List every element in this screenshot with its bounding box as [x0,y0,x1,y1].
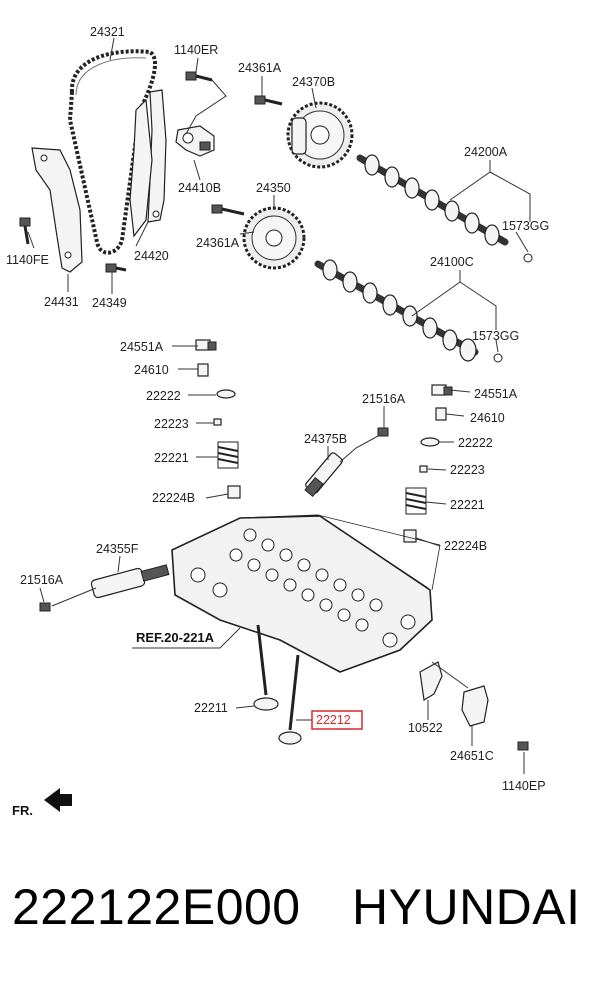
highlight-box [311,710,363,730]
exhaust-valve-22212 [278,654,302,745]
label-22224b-right: 22224B [444,539,487,553]
label-24420: 24420 [134,249,169,263]
label-1573gg-top: 1573GG [502,219,549,233]
bolt-1140fe [19,217,31,245]
label-24370b: 24370B [292,75,335,89]
bolt-24349 [105,263,127,273]
label-22212: 22212 [316,713,351,727]
label-22223-right: 22223 [450,463,485,477]
label-22222-left: 22222 [146,389,181,403]
front-arrow-icon [44,788,72,812]
label-22223-left: 22223 [154,417,189,431]
brand-name: HYUNDAI [352,879,581,935]
leader-lines [27,37,531,774]
valve-spring-left [217,441,239,469]
callout-labels: 24321 1140ER 24361A 24370B 24410B 24350 … [6,25,549,818]
label-front: FR. [12,803,33,818]
label-22224b-left: 22224B [152,491,195,505]
lash-adjuster-left [197,363,209,377]
label-24610-right: 24610 [470,411,505,425]
timing-chain [67,49,157,255]
label-1573gg-mid: 1573GG [472,329,519,343]
intake-valve-22211 [253,624,279,711]
parts-diagram: 24321 1140ER 24361A 24370B 24410B 24350 … [6,25,549,818]
label-24551a-right: 24551A [474,387,518,401]
label-24551a-left: 24551A [120,340,164,354]
label-24361a-mid: 24361A [196,236,240,250]
spring-seat-right [420,437,440,447]
label-ref: REF.20-221A [136,630,215,645]
exhaust-cam-sprocket [286,101,354,169]
valve-stem-seal-left [227,485,241,499]
bolt-1140ep [517,741,529,751]
retainer-right [419,465,428,473]
label-24375b: 24375B [304,432,347,446]
chain-tensioner [175,125,215,157]
intake-cam-plug [493,353,503,363]
bolt-24361a-mid [211,204,245,216]
label-21516a-left: 21516A [20,573,64,587]
label-1140er: 1140ER [174,43,218,57]
bracket-10522 [419,661,443,701]
label-22211: 22211 [194,701,228,715]
retainer-left [213,418,222,426]
exhaust-cam-plug [523,253,533,263]
bolt-1140er [185,71,213,82]
label-24355f: 24355F [96,542,139,556]
part-number: 222122E000 [12,879,301,935]
label-21516a-top: 21516A [362,392,406,406]
label-24610-left: 24610 [134,363,169,377]
bolt-24361a-top [254,95,283,106]
hla-left [195,339,217,351]
label-24100c: 24100C [430,255,474,269]
intake-cam-sprocket [242,206,306,270]
label-22221-left: 22221 [154,451,189,465]
lash-adjuster-right [435,407,447,421]
valve-stem-seal-right [403,529,417,543]
chain-guide-left [31,147,83,273]
label-24410b: 24410B [178,181,221,195]
hla-right [431,384,453,396]
label-24651c: 24651C [450,749,494,763]
label-1140fe: 1140FE [6,253,49,267]
label-24200a: 24200A [464,145,508,159]
valve-spring-right [405,487,427,515]
label-24361a-top: 24361A [238,61,282,75]
bolt-21516a-left [39,602,51,612]
label-24350: 24350 [256,181,291,195]
label-24349: 24349 [92,296,127,310]
label-22222-right: 22222 [458,436,493,450]
cover-24651c [461,685,489,727]
oil-control-valve-24375b [304,452,343,498]
oil-control-valve-24355f [90,564,170,599]
chain-guide-right [129,89,167,238]
exhaust-camshaft [356,154,509,246]
label-24321: 24321 [90,25,125,39]
label-22221-right: 22221 [450,498,485,512]
intake-camshaft [314,259,479,362]
spring-seat-left [216,389,236,399]
cylinder-head [171,514,441,673]
bolt-21516a-top [377,427,389,437]
label-10522: 10522 [408,721,443,735]
label-24431: 24431 [44,295,79,309]
label-1140ep: 1140EP [502,779,546,793]
